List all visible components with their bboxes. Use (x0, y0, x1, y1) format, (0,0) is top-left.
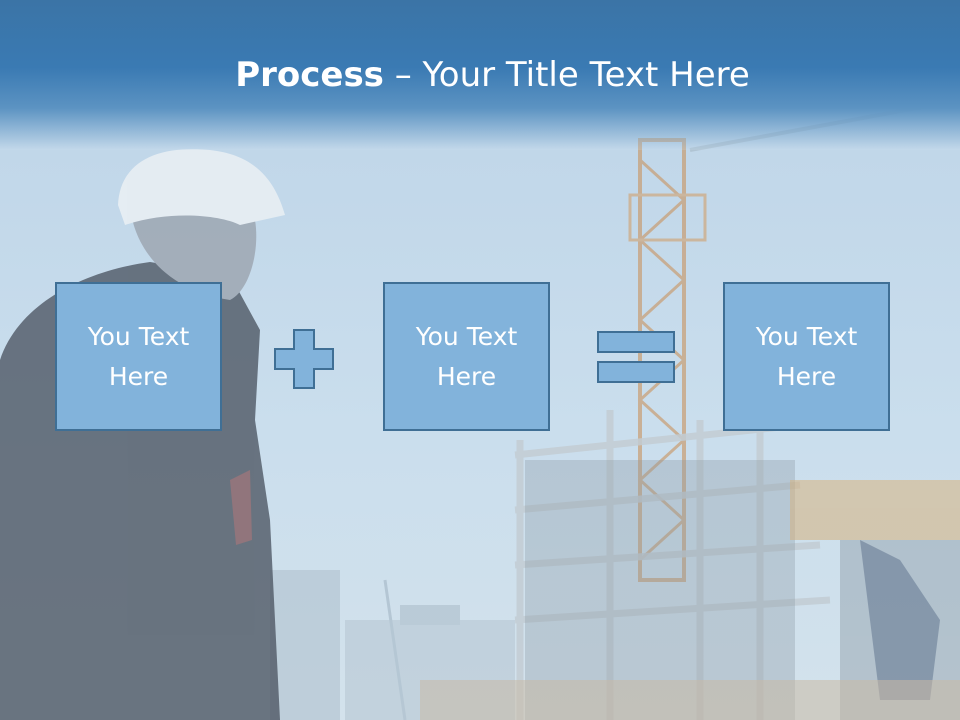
title-band (0, 0, 960, 150)
title-bold: Process (235, 55, 384, 95)
title-rest: – Your Title Text Here (383, 55, 750, 95)
process-box-1[interactable]: You Text Here (55, 282, 222, 431)
box-label: You Text Here (87, 321, 190, 391)
slide-title: Process – Your Title Text Here (0, 52, 960, 98)
plus-icon (274, 329, 334, 389)
process-box-2[interactable]: You Text Here (383, 282, 550, 431)
equals-icon (597, 331, 675, 383)
box-label: You Text Here (415, 321, 518, 391)
box-label: You Text Here (755, 321, 858, 391)
process-box-3[interactable]: You Text Here (723, 282, 890, 431)
ground (420, 680, 960, 720)
building-frame (514, 410, 831, 720)
excavator (860, 540, 940, 700)
building-fill (525, 460, 795, 720)
